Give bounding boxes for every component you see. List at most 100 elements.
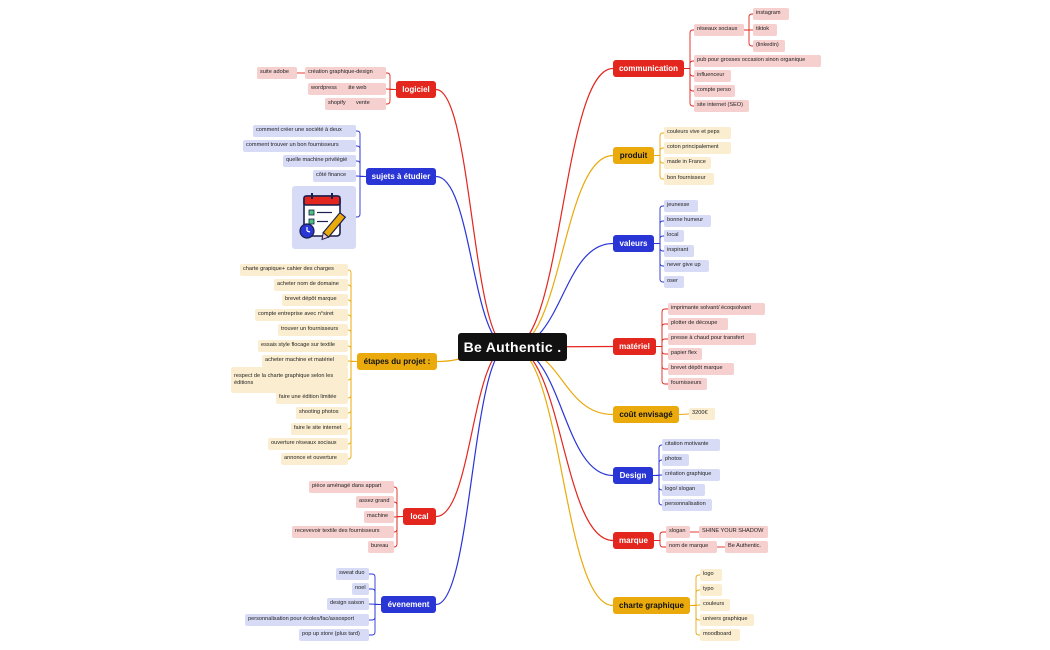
item-couleurs-vive-et-peps[interactable]: couleurs vive et peps: [664, 127, 731, 139]
item-faire-le-site-internet[interactable]: faire le site internet: [291, 423, 348, 435]
connector: [355, 175, 367, 177]
item-jeunesse[interactable]: jeunesse: [664, 200, 698, 212]
item-coton-principalement[interactable]: coton principalement: [664, 142, 731, 154]
item-compte-perso[interactable]: compte perso: [694, 85, 735, 97]
connector: [347, 299, 357, 362]
connector: [656, 323, 668, 347]
item-personnalisation-pour-ecoles-fac-assospo[interactable]: personnalisation pour écoles/fac/assospo…: [245, 614, 369, 626]
item-3200[interactable]: 3200€: [689, 408, 715, 420]
connector: [656, 308, 668, 347]
central-topic[interactable]: Be Authentic .: [458, 333, 567, 361]
connector: [511, 242, 614, 348]
item-acheter-machine-et-materiel[interactable]: acheter machine et matériel: [262, 355, 348, 367]
item-vente[interactable]: vente: [353, 98, 386, 110]
topic-etapes-du-projet[interactable]: étapes du projet :: [357, 353, 437, 370]
item-creation-graphique-design[interactable]: création graphique-design: [305, 67, 386, 79]
connector: [386, 72, 396, 90]
connector: [690, 605, 700, 621]
subitem-tiktok[interactable]: tiktok: [753, 24, 777, 36]
item-noel[interactable]: noel: [352, 583, 369, 595]
item-pub-pour-grosses-occasion-sinon-organiqu[interactable]: pub pour grosses occasion sinon organiqu…: [694, 55, 821, 67]
connector: [684, 29, 694, 69]
topic-local[interactable]: local: [403, 508, 436, 525]
item-site-internet-seo[interactable]: site internet (SEO): [694, 100, 749, 112]
connector: [356, 145, 366, 177]
topic-valeurs[interactable]: valeurs: [613, 235, 654, 252]
topic-logiciel[interactable]: logiciel: [396, 81, 436, 98]
item-logo[interactable]: logo: [700, 569, 722, 581]
item-annonce-et-ouverture[interactable]: annonce et ouverture: [281, 453, 348, 465]
item-bonne-humeur[interactable]: bonne humeur: [664, 215, 711, 227]
topic-design[interactable]: Design: [613, 467, 653, 484]
item-made-in-france[interactable]: made in France: [664, 157, 711, 169]
item-couleurs[interactable]: couleurs: [700, 599, 730, 611]
subitem-be-authentic[interactable]: Be Authentic.: [725, 541, 768, 553]
item-acheter-nom-de-domaine[interactable]: acheter nom de domaine: [274, 279, 348, 291]
connector: [511, 346, 614, 477]
subitem-shine-your-shadow[interactable]: SHINE YOUR SHADOW: [699, 526, 768, 538]
topic-produit[interactable]: produit: [613, 147, 654, 164]
topic-materiel[interactable]: matériel: [613, 338, 656, 355]
item-imprimante-solvant-ecoqsolvant[interactable]: imprimante solvant/ écoqsolvant: [668, 303, 765, 315]
subitem-instagram[interactable]: instagram: [753, 8, 789, 20]
item-citation-motivante[interactable]: citation motivante: [662, 439, 720, 451]
item-influenceur[interactable]: influenceur: [694, 70, 731, 82]
item-sweat-duo[interactable]: sweat duo: [336, 568, 369, 580]
item-photos[interactable]: photos: [662, 454, 689, 466]
topic-marque[interactable]: marque: [613, 532, 654, 549]
item-plotter-de-decoupe[interactable]: plotter de découpe: [668, 318, 728, 330]
item-machine[interactable]: machine: [364, 511, 394, 523]
item-logo-slogan[interactable]: logo/ slogan: [662, 484, 705, 496]
item-site-web[interactable]: site web: [343, 83, 386, 95]
subitem-wordpress[interactable]: wordpress: [308, 83, 348, 95]
item-compte-entreprise-avec-n-siret[interactable]: compte entreprise avec n°siret: [255, 309, 348, 321]
item-presse-a-chaud-pour-transfert[interactable]: presse à chaud pour transfert: [668, 333, 756, 345]
item-creation-graphique[interactable]: création graphique: [662, 469, 720, 481]
item-fournisseurs[interactable]: fournisseurs: [668, 378, 707, 390]
item-comment-trouver-un-bon-fournisseurs[interactable]: comment trouver un bon fournisseurs: [243, 140, 356, 152]
item-univers-graphique[interactable]: univers graphique: [700, 614, 754, 626]
item-pop-up-store-plus-tard[interactable]: pop up store (plus tard): [299, 629, 369, 641]
item-nom-de-marque[interactable]: nom de marque: [666, 541, 717, 553]
item-recevevoir-textile-des-fournisseurs[interactable]: recevevoir textile des fournisseurs: [292, 526, 394, 538]
item-moodboard[interactable]: moodboard: [700, 629, 740, 641]
item-inspirant[interactable]: inspirant: [664, 245, 694, 257]
item-typo[interactable]: typo: [700, 584, 722, 596]
item-assez-grand[interactable]: assez grand: [356, 496, 394, 508]
topic-sujets-a-etudier[interactable]: sujets à étudier: [366, 168, 436, 185]
item-brevet-depot-marque[interactable]: brevet dépôt marque: [282, 294, 348, 306]
topic-charte-graphique[interactable]: charte graphique: [613, 597, 690, 614]
subitem-linkedin[interactable]: (linkedin): [753, 40, 785, 52]
item-quelle-machine-privilegie[interactable]: quelle machine privilégié: [283, 155, 356, 167]
item-faire-une-edition-limitee[interactable]: faire une édition limitée: [276, 392, 348, 404]
item-oser[interactable]: oser: [664, 276, 684, 288]
item-trouver-un-fournisseurs[interactable]: trouver un fournisseurs: [278, 324, 348, 336]
item-ouverture-reseaux-sociaux[interactable]: ouverture réseaux sociaux: [268, 438, 348, 450]
item-respect-de-la-charte-graphique-selon-les[interactable]: respect de la charte graphique selon les…: [231, 367, 348, 393]
item-local[interactable]: local: [664, 230, 684, 242]
item-essais-style-flocage-sur-textile[interactable]: essais style flocage sur textile: [258, 340, 348, 352]
item-piece-amenage-dans-appart[interactable]: pièce aménagé dans appart: [309, 481, 394, 493]
connector: [653, 475, 663, 506]
item-comment-creer-une-societe-a-deux[interactable]: comment créer une société à deux: [253, 125, 356, 137]
topic-communication[interactable]: communication: [613, 60, 684, 77]
topic-cout-envisage[interactable]: coût envisagé: [613, 406, 679, 423]
item-slogan[interactable]: slogan: [666, 526, 690, 538]
subitem-suite-adobe[interactable]: suite adobe: [257, 67, 297, 79]
item-cote-finance[interactable]: côté finance: [313, 170, 356, 182]
subitem-shopify[interactable]: shopify: [325, 98, 355, 110]
item-brevet-depot-marque[interactable]: brevet dépôt marque: [668, 363, 734, 375]
item-charte-grapique-cahier-des-charges[interactable]: charte grapique+ cahier des charges: [240, 264, 348, 276]
item-design-saison[interactable]: design saison: [327, 598, 369, 610]
item-bon-fournisseur[interactable]: bon fournisseur: [664, 173, 714, 185]
item-shooting-photos[interactable]: shooting photos: [296, 407, 348, 419]
connector: [690, 574, 700, 606]
connector: [678, 413, 690, 415]
item-personnalisation[interactable]: personnalisation: [662, 499, 712, 511]
item-papier-flex[interactable]: papier flex: [668, 348, 702, 360]
item-bureau[interactable]: bureau: [368, 541, 394, 553]
item-never-give-up[interactable]: never give up: [664, 260, 709, 272]
topic-evenement[interactable]: évenement: [381, 596, 436, 613]
item-reseaux-sociaux[interactable]: réseaux sociaux: [694, 24, 744, 36]
connector: [654, 235, 664, 244]
